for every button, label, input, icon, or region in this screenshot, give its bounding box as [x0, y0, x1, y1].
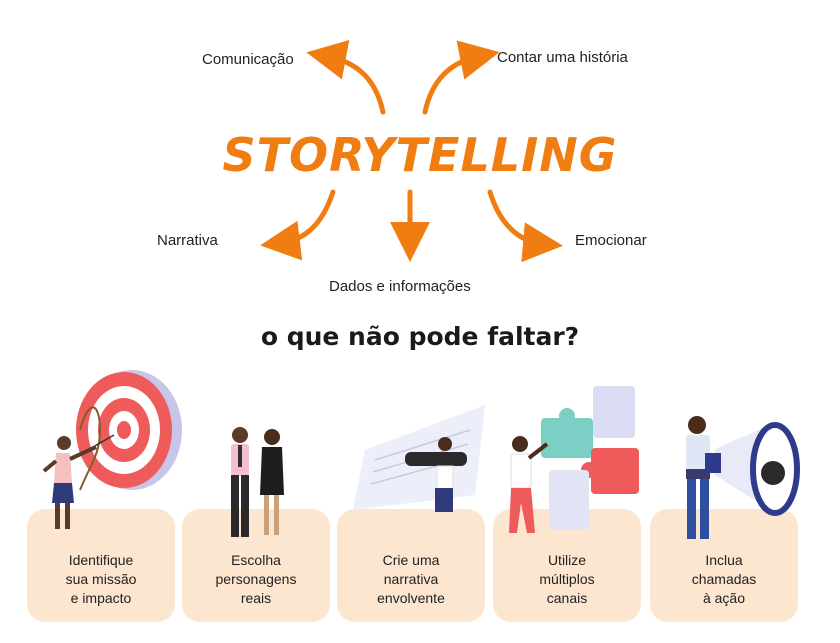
card-personagens-text: Escolha personagens reais: [215, 552, 297, 606]
card-narrativa-text: Crie uma narrativa envolvente: [377, 552, 445, 606]
arrows-diagram: [260, 40, 563, 263]
card-personagens: Escolha personagens reais: [182, 509, 330, 622]
question-heading: o que não pode faltar?: [260, 322, 580, 351]
arrow-narrativa: [260, 189, 336, 261]
puzzle-icon: [509, 386, 639, 533]
people-icon: [231, 427, 284, 537]
card-acao-text: Inclua chamadas à ação: [691, 552, 757, 606]
arrow-contar: [422, 40, 500, 115]
telescope-icon: [353, 405, 485, 512]
card-canais-text: Utilize múltiplos canais: [539, 552, 595, 606]
card-missao: Identifique sua missão e impacto: [27, 509, 175, 622]
branch-narrativa: Narrativa: [157, 232, 218, 249]
card-missao-text: Identifique sua missão e impacto: [65, 552, 137, 606]
branch-dados: Dados e informações: [329, 278, 471, 295]
storytelling-title: STORYTELLING: [222, 128, 618, 182]
branch-comunicacao: Comunicação: [202, 51, 294, 68]
card-narrativa: Crie uma narrativa envolvente: [337, 509, 485, 622]
branch-contar-historia: Contar uma história: [497, 49, 628, 66]
card-acao: Inclua chamadas à ação: [650, 509, 798, 622]
arrow-comunicacao: [306, 40, 386, 115]
arrow-emocionar: [487, 189, 563, 263]
archer-target-icon: [42, 370, 182, 529]
megaphone-icon: [686, 416, 800, 539]
branch-emocionar: Emocionar: [575, 232, 647, 249]
